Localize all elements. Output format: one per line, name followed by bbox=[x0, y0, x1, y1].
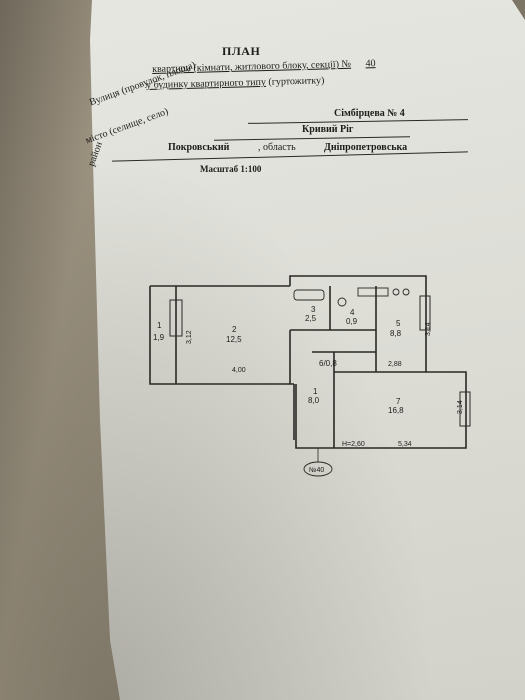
region-value: Дніпропетровська bbox=[324, 142, 408, 153]
room-5-number: 5 bbox=[396, 319, 401, 328]
street-value: Сімбірцева № 4 bbox=[334, 108, 405, 119]
room-5-area: 8,8 bbox=[390, 329, 402, 338]
room-3-area: 2,5 bbox=[305, 314, 317, 323]
room-4-number: 4 bbox=[350, 308, 355, 317]
region-label: , область bbox=[258, 142, 296, 153]
corridor-number: 1 bbox=[313, 387, 318, 396]
dimension-label: 3,14 bbox=[425, 322, 432, 336]
document-title: ПЛАН bbox=[222, 44, 261, 58]
district-value: Покровський bbox=[168, 142, 230, 153]
city-value: Кривий Ріг bbox=[302, 124, 354, 135]
room-3-number: 3 bbox=[311, 305, 316, 314]
dimension-label: 5,34 bbox=[398, 441, 412, 448]
closet-label: 6/0,8 bbox=[319, 359, 337, 368]
plan-fixtures bbox=[293, 287, 410, 307]
corridor-area: 8,0 bbox=[308, 396, 320, 405]
room-2-number: 2 bbox=[232, 325, 237, 334]
ceiling-height-label: H=2,60 bbox=[342, 441, 365, 448]
marker-oval bbox=[303, 461, 333, 477]
apartment-marker: №40 bbox=[309, 467, 324, 474]
dimension-label: 3,14 bbox=[457, 400, 464, 414]
plan-walls bbox=[149, 275, 467, 449]
room-2-area: 12,5 bbox=[226, 335, 242, 344]
room-1-area: 1,9 bbox=[153, 333, 165, 342]
dimension-label: 3,12 bbox=[186, 330, 193, 344]
room-1-number: 1 bbox=[157, 321, 162, 330]
room-7-number: 7 bbox=[396, 397, 401, 406]
room-7-area: 16,8 bbox=[388, 406, 404, 415]
scale-label: Масштаб 1:100 bbox=[200, 164, 262, 174]
dimension-label: 4,00 bbox=[232, 367, 246, 374]
dimension-label: 2,88 bbox=[388, 361, 402, 368]
room-4-area: 0,9 bbox=[346, 317, 358, 326]
plan-windows bbox=[169, 295, 471, 427]
